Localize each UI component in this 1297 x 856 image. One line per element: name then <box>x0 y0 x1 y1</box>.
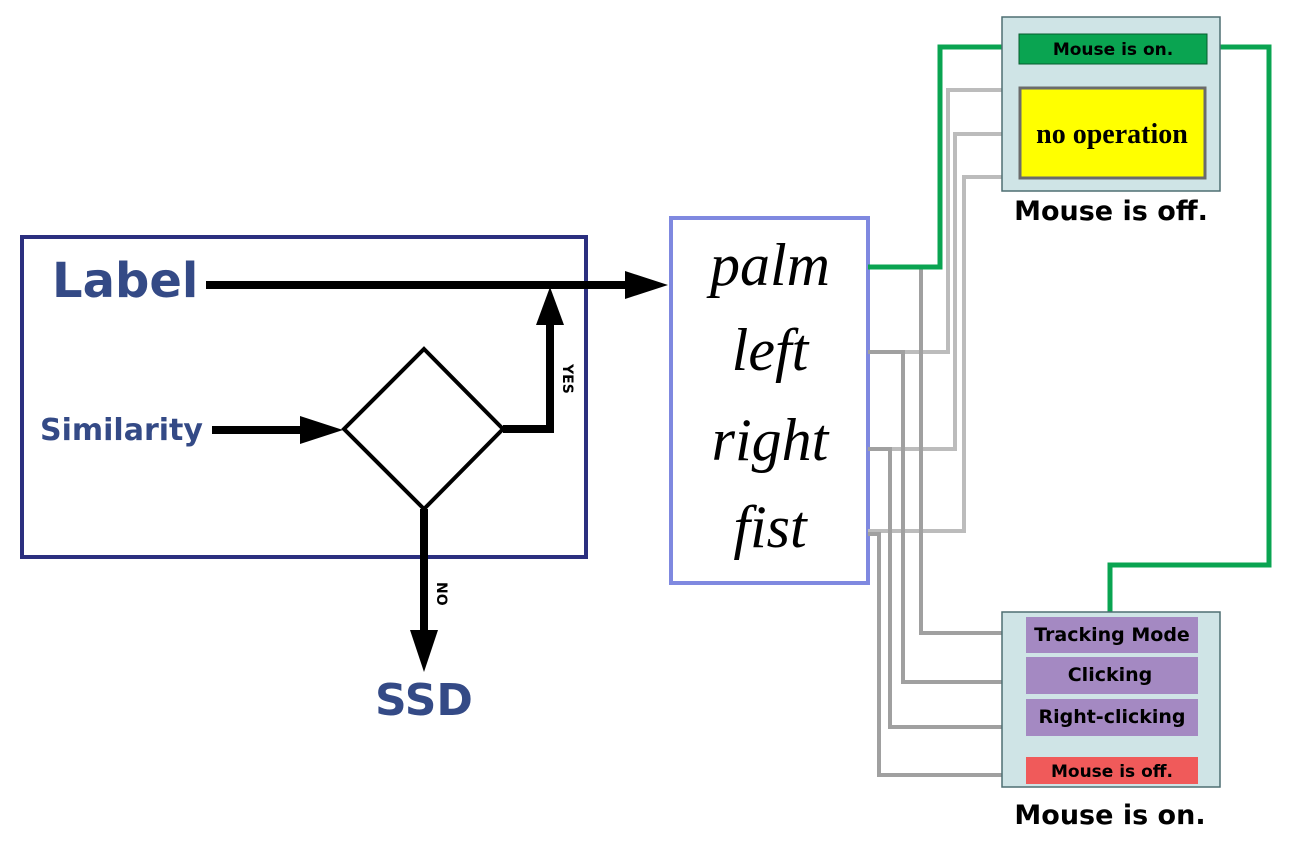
no-operation-text: no operation <box>1036 119 1188 150</box>
tracking-mode-box <box>1026 617 1198 653</box>
no-operation-box <box>1018 86 1207 180</box>
mouse-on-header-text: Mouse is on. <box>1053 40 1173 60</box>
dark-gray-connectors <box>868 265 1002 777</box>
similarity-arrow-head <box>300 416 343 444</box>
green-connectors <box>868 44 1272 612</box>
mouse-off-caption: Mouse is off. <box>1014 196 1208 227</box>
gesture-left: left <box>732 317 810 383</box>
no-text: NO <box>433 582 449 606</box>
gesture-right: right <box>712 407 830 473</box>
tracking-mode-text: Tracking Mode <box>1034 624 1190 646</box>
mouse-off-footer <box>1026 757 1198 784</box>
no-arrow-head <box>410 630 438 672</box>
right-clicking-text: Right-clicking <box>1038 706 1185 728</box>
clicking-box <box>1026 657 1198 694</box>
light-gray-connectors <box>868 88 1020 533</box>
mouse-off-footer-text: Mouse is off. <box>1051 762 1173 782</box>
yes-path <box>503 320 554 433</box>
mouse-on-header <box>1018 33 1208 65</box>
mouse-on-caption: Mouse is on. <box>1014 800 1205 831</box>
gesture-fist: fist <box>733 494 808 560</box>
label-arrow-head <box>625 271 668 299</box>
gesture-box <box>669 216 870 585</box>
similarity-text: Similarity <box>40 413 203 448</box>
classifier-box <box>20 235 588 559</box>
gesture-palm: palm <box>706 232 830 298</box>
yes-arrow-head <box>536 287 564 325</box>
ssd-text: SSD <box>375 675 473 726</box>
yes-text: YES <box>559 363 575 394</box>
decision-diamond <box>341 346 506 512</box>
clicking-text: Clicking <box>1068 664 1153 686</box>
right-clicking-box <box>1026 699 1198 736</box>
label-text: Label <box>52 253 198 309</box>
